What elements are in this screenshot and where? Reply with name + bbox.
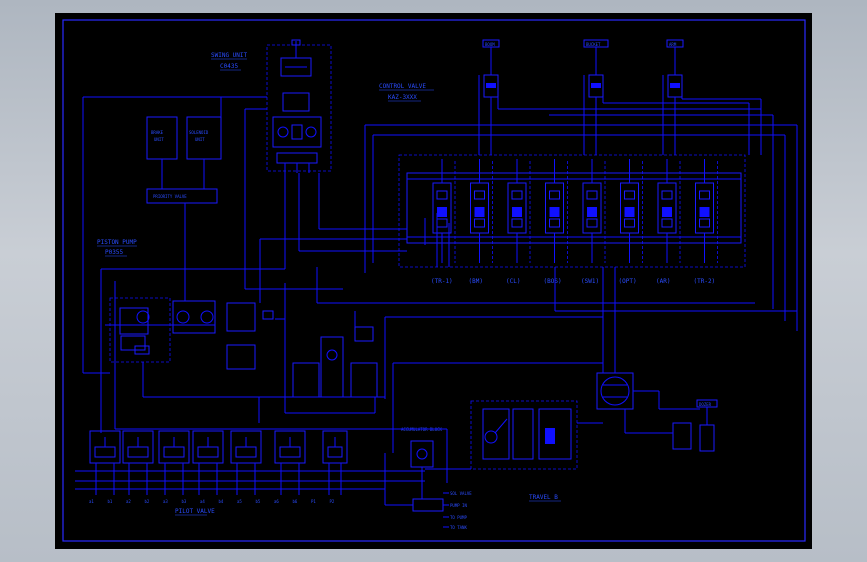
- control-valve: CONTROL VALVE KAZ-3XXX (TR-1) (BM) (CL) (BO…: [379, 83, 746, 285]
- spool-label: (BM): [469, 278, 483, 285]
- pilot-valve: [322, 430, 348, 495]
- pilot-valve-bank: PILOT VALVE a1 b1 a2 b2 a3 b3 a4 b4 a5 b5 a6 b6 P1 P2: [75, 430, 425, 516]
- pipe-network: [82, 75, 798, 505]
- pilot-valve: [158, 430, 190, 495]
- port-label: b6: [293, 499, 298, 504]
- port-label: a4: [200, 499, 205, 504]
- port-label: b2: [145, 499, 150, 504]
- travel-b-label: TRAVEL B: [529, 494, 558, 501]
- svg-text:UNIT: UNIT: [195, 137, 205, 142]
- spool-section: [657, 159, 681, 263]
- spool-section: [545, 159, 568, 263]
- pilot-valve: [230, 430, 262, 495]
- pilot-valve: [122, 430, 154, 495]
- port-label: P1: [311, 499, 316, 504]
- svg-text:UNIT: UNIT: [154, 137, 164, 142]
- bucket-cylinder-label: BUCKET: [586, 42, 601, 47]
- boom-cylinder-label: BOOM: [485, 42, 495, 47]
- port-label: b4: [219, 499, 224, 504]
- dozer-cylinder-label: DOZER: [699, 402, 712, 407]
- cad-viewport[interactable]: SWING UNIT C0435 BRAKE UNIT SOLENOID UNI…: [55, 13, 812, 549]
- cylinders: BOOM BUCKET ARM DOZER: [482, 39, 718, 452]
- spool-label: (AR): [656, 278, 670, 285]
- spool-section: [582, 159, 606, 263]
- spool-label: (SW1): [581, 278, 599, 285]
- drawing-border: [62, 19, 806, 542]
- pilot-valve: [192, 430, 224, 495]
- port-label: b3: [182, 499, 187, 504]
- spool-label: (BOS): [544, 278, 562, 285]
- port-label: b5: [256, 499, 261, 504]
- swing-unit-label: SWING UNIT: [211, 52, 248, 59]
- brake-solenoid-group: BRAKE UNIT SOLENOID UNIT PRIORITY VALVE: [146, 116, 222, 204]
- control-valve-label: CONTROL VALVE: [379, 83, 426, 90]
- bucket-cylinder: BUCKET: [583, 39, 609, 98]
- hydraulic-schematic: SWING UNIT C0435 BRAKE UNIT SOLENOID UNI…: [62, 19, 806, 542]
- spool-section: [470, 159, 493, 263]
- pilot-valve: [89, 430, 121, 495]
- spool-label-group: (TR-1) (BM) (CL) (BOS) (SW1) (OPT) (AR) (TR-2): [431, 278, 715, 285]
- spool-label: (TR-2): [694, 278, 716, 285]
- port-label: b1: [108, 499, 113, 504]
- svg-text:SOL VALVE: SOL VALVE: [450, 491, 472, 496]
- travel-b: TRAVEL B: [470, 372, 634, 502]
- svg-text:TO PUMP: TO PUMP: [450, 515, 467, 520]
- priority-valve-label: PRIORITY VALVE: [153, 194, 187, 199]
- arm-cylinder: ARM: [666, 39, 684, 98]
- piston-pump-sub: P0355: [105, 249, 123, 256]
- svg-text:TO TANK: TO TANK: [450, 525, 467, 530]
- spool-label: (OPT): [619, 278, 637, 285]
- center-components: [292, 311, 378, 398]
- piston-pump: PISTON PUMP P0355: [97, 239, 274, 370]
- spool-section: [507, 159, 531, 263]
- port-label: a5: [237, 499, 242, 504]
- accumulator-block: ACCUMULATOR BLOCK SOL VALVE PUMP IN TO P…: [385, 427, 472, 530]
- port-label: a3: [163, 499, 168, 504]
- boom-cylinder: BOOM: [482, 39, 500, 98]
- pilot-valve-label: PILOT VALVE: [175, 508, 215, 515]
- spool-section: [432, 159, 456, 263]
- spool-section: [620, 159, 643, 263]
- port-label: a1: [89, 499, 94, 504]
- control-valve-sub: KAZ-3XXX: [388, 94, 417, 101]
- port-label: a2: [126, 499, 131, 504]
- port-label: P2: [330, 499, 335, 504]
- dozer-cylinder: DOZER: [672, 399, 718, 452]
- port-label: a6: [274, 499, 279, 504]
- spool-label: (TR-1): [431, 278, 453, 285]
- spool-section: [695, 159, 718, 263]
- spool-label: (CL): [506, 278, 520, 285]
- solenoid-unit-label: SOLENOID: [189, 130, 209, 135]
- swing-unit: SWING UNIT C0435: [211, 39, 332, 173]
- piston-pump-label: PISTON PUMP: [97, 239, 137, 246]
- swing-unit-sub: C0435: [220, 63, 238, 70]
- spool-group: [432, 159, 718, 263]
- arm-cylinder-label: ARM: [669, 42, 677, 47]
- svg-text:PUMP IN: PUMP IN: [450, 503, 467, 508]
- brake-unit-label: BRAKE: [151, 130, 164, 135]
- swivel-joint: [596, 372, 634, 410]
- pilot-valve: [274, 430, 306, 495]
- priority-valve-box: [146, 188, 218, 204]
